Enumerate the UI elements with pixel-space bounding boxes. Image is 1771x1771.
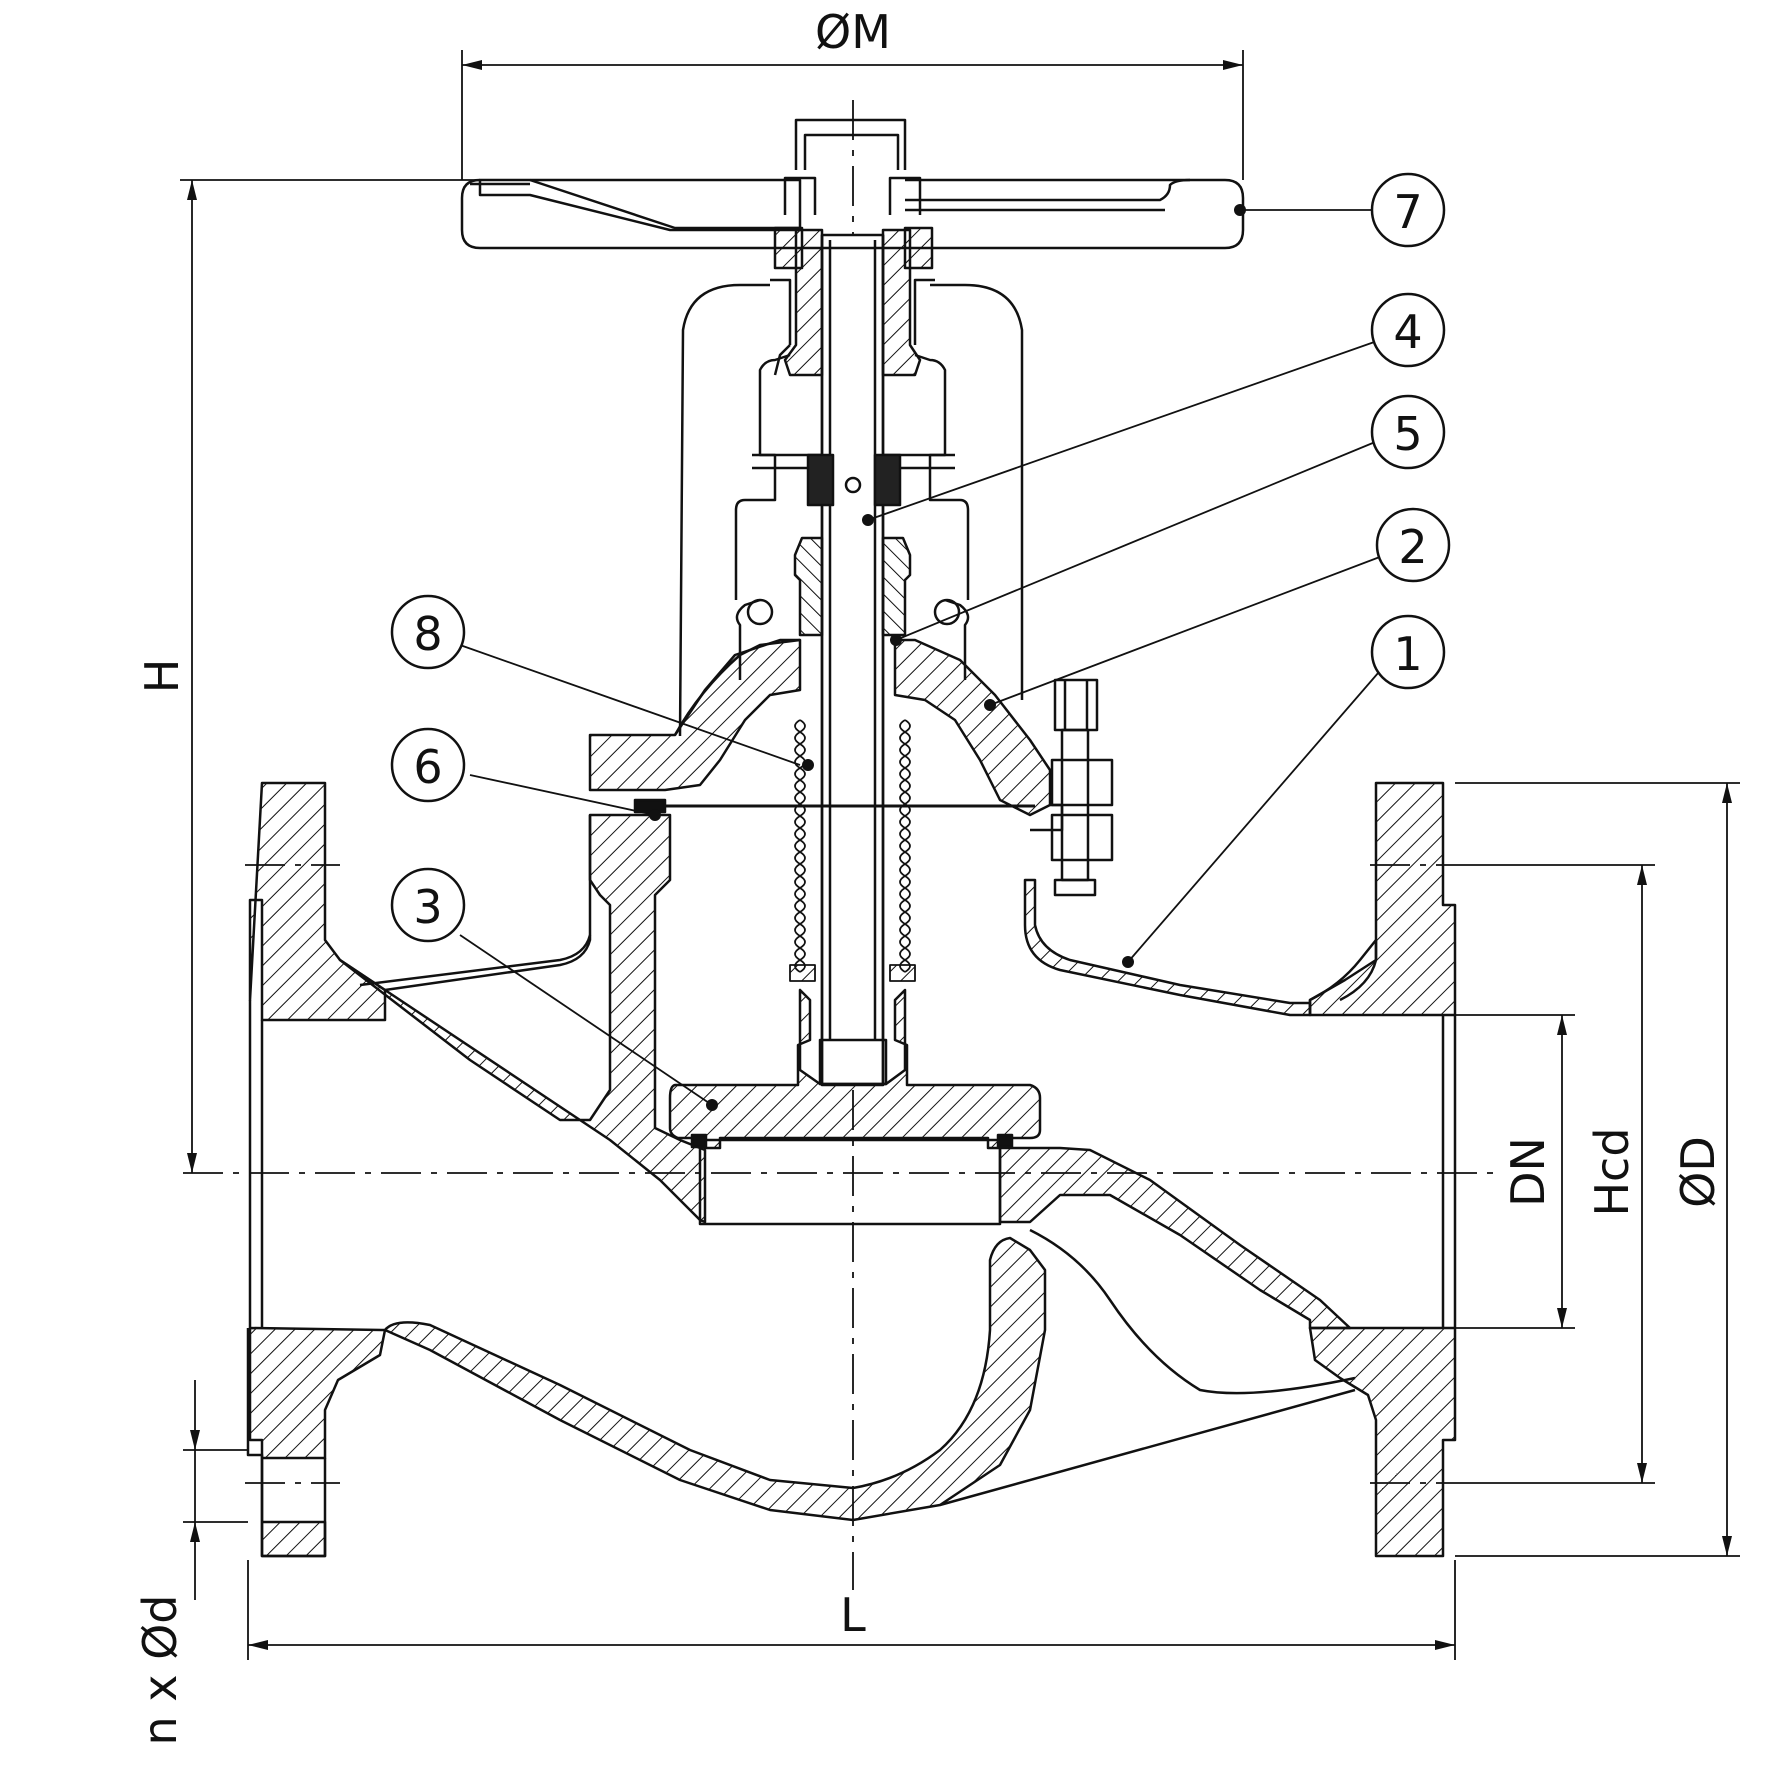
callout-7-label: 7 [1393,185,1422,239]
gasket [633,798,1035,814]
dim-label-holes: n x Ød [133,1594,187,1745]
dim-label-l: L [840,1588,866,1642]
valve-body [338,813,1378,1522]
stem [783,118,922,1087]
dim-label-d: ØD [1671,1136,1725,1208]
right-flange [1308,781,1457,1558]
dim-label-dn: DN [1501,1137,1555,1207]
dimension-lines [180,50,1740,1660]
disc [668,988,1042,1150]
callout-1-label: 1 [1393,627,1422,681]
leader-dots [649,204,1246,1111]
callout-5-circle [1370,394,1446,470]
callout-3-label: 3 [413,880,442,934]
callout-5-label: 5 [1393,407,1422,461]
dim-label-m: ØM [815,5,891,59]
callout-6-circle [390,727,466,803]
left-flange [246,781,387,1558]
callout-7-circle [1370,172,1446,248]
dim-label-h: H [135,659,189,694]
callout-8-label: 8 [413,607,442,661]
callout-2-label: 2 [1398,520,1427,574]
callout-2-circle [1375,507,1451,583]
callout-6-label: 6 [413,740,442,794]
callouts [390,172,1451,943]
callout-8-circle [390,594,466,670]
leader-lines [459,209,1386,1106]
callout-4-circle [1370,292,1446,368]
callout-3-circle [390,867,466,943]
dim-label-hcd: Hcd [1585,1127,1639,1216]
bolt [1050,678,1114,897]
callout-1-circle [1370,614,1446,690]
callout-4-label: 4 [1393,305,1422,359]
